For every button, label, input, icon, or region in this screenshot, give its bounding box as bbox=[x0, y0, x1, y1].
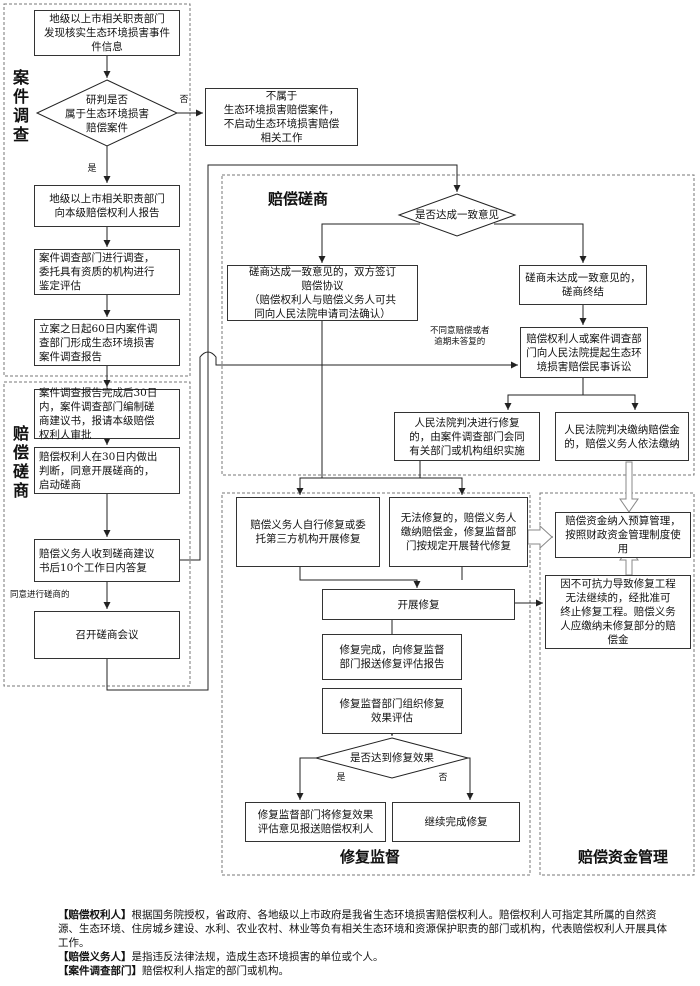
reply-box: 赔偿义务人收到磋商建议 书后10个工作日内答复 bbox=[34, 539, 180, 582]
legend-term: 【案件调查部门】 bbox=[58, 965, 142, 977]
legend-term: 【赔偿权利人】 bbox=[58, 909, 132, 921]
section-negotiation: 赔偿磋商 bbox=[267, 190, 328, 208]
not-case-box: 不属于 生态环境损害赔偿案件， 不启动生态环境损害赔偿 相关工作 bbox=[205, 88, 358, 146]
legend-text: 赔偿权利人指定的部门或机构。 bbox=[142, 965, 289, 977]
case-section-frame bbox=[3, 3, 191, 377]
decision-text: 研判是否 属于生态环境损害 赔偿案件 bbox=[65, 94, 149, 134]
negotiation-left-frame bbox=[3, 381, 191, 687]
budget-box: 赔偿资金纳入预算管理， 按照财政资金管理制度使 用 bbox=[555, 512, 691, 558]
consensus-text: 是否达成一致意见 bbox=[415, 209, 499, 221]
court-pay-hollow-arrow bbox=[619, 461, 639, 513]
approve-box: 赔偿权利人在30日内做出 判断，同意开展磋商的， 启动磋商 bbox=[34, 447, 180, 494]
evaluate-box: 修复监督部门组织修复 效果评估 bbox=[322, 688, 462, 734]
investigate-box: 案件调查部门进行调查， 委托具有资质的机构进行 鉴定评估 bbox=[34, 249, 180, 295]
court-repair-box: 人民法院判决进行修复 的，由案件调查部门会同 有关部门或机构组织实施 bbox=[394, 412, 540, 461]
court-pay-box: 人民法院判决缴纳赔偿金 的，赔偿义务人依法缴纳 bbox=[555, 412, 689, 461]
legend-term: 【赔偿义务人】 bbox=[58, 951, 132, 963]
terminate-box: 磋商未达成一致意见的， 磋商终结 bbox=[519, 265, 647, 305]
effect-diamond bbox=[314, 737, 470, 779]
section-fund-management: 赔偿资金管理 bbox=[577, 848, 668, 866]
discover-box: 地级以上市相关职责部门 发现核实生态环境损害事件 件信息 bbox=[34, 10, 180, 56]
legend-entry-obligor: 【赔偿义务人】是指违反法律法规，造成生态环境损害的单位或个人。 bbox=[58, 950, 668, 964]
legend: 【赔偿权利人】根据国务院授权，省政府、各地级以上市政府是我省生态环境损害赔偿权利… bbox=[58, 908, 668, 978]
agreement-box: 磋商达成一致意见的，双方签订 赔偿协议 （赔偿权利人与赔偿义务人可共 同向人民法… bbox=[227, 265, 418, 321]
effect-check-text: 是否达到修复效果 bbox=[350, 752, 434, 764]
legend-text: 根据国务院授权，省政府、各地级以上市政府是我省生态环境损害赔偿权利人。赔偿权利人… bbox=[58, 909, 667, 949]
disagree-label: 不同意赔偿或者 逾期未答复的 bbox=[430, 326, 490, 347]
send-opinion-box: 修复监督部门将修复效果 评估意见报送赔偿权利人 bbox=[245, 802, 386, 842]
section-case-investigation: 案 件 调 查 bbox=[12, 68, 29, 144]
legend-entry-rights-holder: 【赔偿权利人】根据国务院授权，省政府、各地级以上市政府是我省生态环境损害赔偿权利… bbox=[58, 908, 668, 950]
alt-repair-box: 无法修复的，赔偿义务人 缴纳赔偿金，修复监督部 门按规定开展替代修复 bbox=[389, 497, 528, 567]
legend-text: 是指违反法律法规，造成生态环境损害的单位或个人。 bbox=[131, 951, 384, 963]
case-report-box: 立案之日起60日内案件调 查部门形成生态环境损害 案件调查报告 bbox=[34, 319, 180, 366]
consensus-diamond bbox=[397, 193, 517, 237]
effect-no-label: 否 bbox=[438, 773, 448, 783]
continue-repair-box: 继续完成修复 bbox=[392, 802, 520, 842]
section-negotiation-left: 赔 偿 磋 商 bbox=[12, 424, 29, 500]
agree-label: 同意进行磋商的 bbox=[10, 590, 70, 600]
report-box: 地级以上市相关职责部门 向本级赔偿权利人报告 bbox=[34, 185, 180, 227]
funds-frame bbox=[539, 492, 695, 876]
repair-complete-box: 修复完成，向修复监督 部门报送修复评估报告 bbox=[322, 634, 462, 680]
self-repair-box: 赔偿义务人自行修复或委 托第三方机构开展修复 bbox=[236, 497, 380, 567]
draft-suggestion-box: 案件调查报告完成后30日 内，案件调查部门编制磋 商建议书，报请本级赔偿 权利人… bbox=[34, 387, 180, 441]
lawsuit-box: 赔偿权利人或案件调查部 门向人民法院提起生态环 境损害赔偿民事诉讼 bbox=[520, 327, 648, 378]
section-restoration-supervision: 修复监督 bbox=[339, 848, 400, 866]
effect-yes-label: 是 bbox=[336, 773, 346, 783]
meeting-box: 召开磋商会议 bbox=[34, 611, 180, 659]
legend-entry-investigator: 【案件调查部门】赔偿权利人指定的部门或机构。 bbox=[58, 964, 668, 978]
alt-repair-hollow-arrow bbox=[527, 524, 553, 550]
start-repair-box: 开展修复 bbox=[322, 589, 515, 620]
decision-yes-label: 是 bbox=[87, 164, 97, 174]
force-majeure-box: 因不可抗力导致修复工程 无法继续的，经批准可 终止修复工程。赔偿义务 人应缴纳未… bbox=[545, 575, 691, 649]
negotiation-frame bbox=[221, 174, 695, 476]
decision-no-label: 否 bbox=[179, 95, 189, 105]
